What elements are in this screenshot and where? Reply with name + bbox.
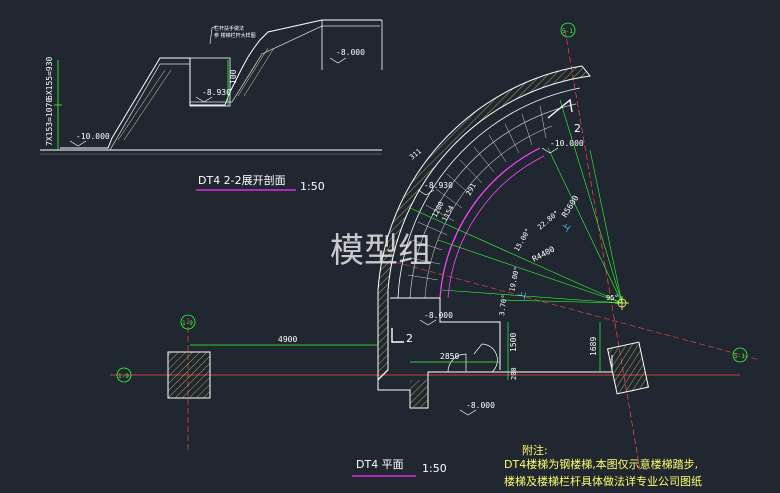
plan-axis-3: 5-1 [562, 28, 573, 35]
plan-angle-2: 15.00° [513, 227, 533, 253]
section-dim-100: 100 [229, 69, 238, 84]
plan-title: DT4 平面 [356, 458, 404, 471]
plan-angle-5: 95° [606, 294, 619, 302]
plan-step-291: 291 [465, 182, 478, 197]
section-scale: 1:50 [300, 180, 325, 193]
section-title: DT4 2-2展开剖面 [198, 173, 286, 187]
plan-dim-1500: 1500 [509, 333, 518, 352]
plan-dim-200: 200 [510, 367, 518, 380]
plan-step-311: 311 [408, 147, 423, 161]
plan-angle-3: 19.00° [508, 266, 521, 292]
plan-section-mark-1: 2 [574, 122, 581, 135]
section-height-label-1: 7X153=1070 [45, 98, 54, 146]
plan-dim-1689: 1689 [589, 337, 598, 356]
section-note-1: 栏杆扶手做法 [214, 25, 244, 32]
plan-angle-4: 3.70° [498, 294, 509, 316]
plan-level-4: -10.000 [550, 139, 584, 148]
plan-level-1: -8.000 [424, 311, 453, 320]
plan-radius-outer: R5600 [560, 194, 580, 219]
plan-axis-2: 1-9 [118, 373, 129, 380]
section-level-2: -8.930 [202, 88, 231, 97]
notes-line-2: 楼梯及楼梯栏杆具体做法详专业公司图纸 [504, 474, 702, 488]
plan-section-mark-2: 2 [406, 332, 413, 345]
section-level-1: -10.000 [76, 132, 110, 141]
plan-scale: 1:50 [422, 462, 447, 475]
notes-heading: 附注: [522, 443, 548, 457]
plan-axis-4: 5-1 [734, 353, 745, 360]
plan-level-2: -8.000 [466, 401, 495, 410]
plan-axis-1: 1-9 [182, 320, 193, 327]
section-height-label-2: 6X155=930 [45, 56, 54, 100]
section-outline [60, 19, 382, 149]
section-note-2: 参 楼梯栏杆大样图 [214, 32, 256, 39]
plan-up-label-1: 上 [560, 221, 572, 233]
section-view [40, 19, 383, 155]
plan-up-label-2: 上 [517, 291, 527, 301]
plan-level-3: -8.930 [424, 181, 453, 190]
plan-dim-4900: 4900 [278, 335, 297, 344]
notes-line-1: DT4楼梯为钢楼梯,本图仅示意楼梯踏步, [504, 457, 698, 471]
plan-radius-inner: R4400 [531, 244, 557, 263]
plan-angle-1: 22.80° [536, 209, 561, 231]
section-level-3: -8.000 [336, 48, 365, 57]
plan-view [110, 22, 761, 471]
watermark: 模型组 [330, 231, 432, 271]
plan-dim-2850: 2850 [440, 352, 459, 361]
